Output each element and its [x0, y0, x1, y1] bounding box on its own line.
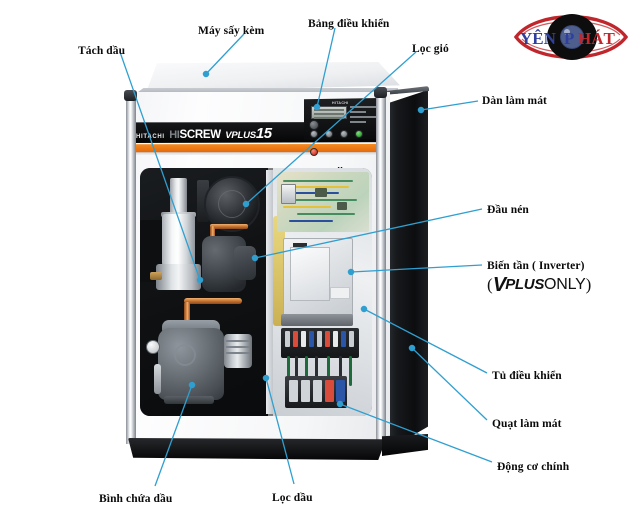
label-bien-tan: Biến tần ( Inverter): [487, 260, 585, 272]
machine-base-side: [382, 434, 428, 456]
control-panel-buttons[interactable]: [310, 130, 376, 156]
cooler-side-panel: [384, 90, 428, 452]
machine-base: [128, 438, 386, 460]
oil-separator-base: [156, 264, 201, 290]
oil-filter-component: [224, 334, 252, 368]
separator-valve: [150, 272, 162, 280]
label-quat-lam-mat: Quạt làm mát: [492, 418, 562, 430]
oil-tank-detail-ring: [174, 344, 196, 366]
stop-red-button[interactable]: [310, 148, 318, 156]
brand-hitachi: HITACHI: [136, 134, 165, 140]
vplus-close-paren: ): [585, 275, 592, 294]
copper-pipe-horizontal-top: [210, 224, 248, 229]
power-wiring: [281, 344, 361, 386]
left-pillar-cap: [124, 90, 137, 101]
left-silver-pillar: [126, 94, 136, 444]
label-vplus-only: (VPLUSONLY): [487, 274, 592, 297]
inverter-component: [283, 238, 353, 318]
right-silver-pillar: [376, 94, 386, 450]
brand-hi: HI: [169, 129, 180, 141]
label-may-say-kem: Máy sấy kèm: [198, 25, 265, 37]
control-panel-display: [311, 106, 347, 119]
interior-divider-panel: [266, 170, 273, 414]
vplus-open-paren: (: [487, 275, 493, 294]
panel-button-2[interactable]: [325, 130, 333, 138]
logo-text-p: P: [564, 29, 574, 48]
relay-component: [281, 184, 296, 204]
label-tu-dieu-khien: Tủ điều khiển: [492, 370, 562, 382]
orange-stripe: [130, 144, 384, 153]
label-dan-lam-mat: Dàn làm mát: [482, 95, 547, 107]
label-dau-nen: Đầu nén: [487, 204, 529, 216]
oil-separator-component: [162, 214, 195, 266]
stripe-shadow: [130, 152, 384, 155]
yen-phat-logo: YÊN P HÁT: [512, 6, 630, 68]
control-panel-brand: HITACHI: [332, 101, 349, 105]
label-binh-chua-dau: Bình chứa dầu: [99, 493, 173, 505]
start-green-button[interactable]: [355, 130, 363, 138]
terminal-block: [281, 328, 359, 358]
brand-model-number: 15: [255, 125, 272, 142]
label-loc-dau: Lọc dầu: [272, 492, 313, 504]
oil-sight-glass: [154, 364, 161, 394]
oil-separator-neck: [170, 178, 187, 216]
label-loc-gio: Lọc gió: [412, 43, 449, 55]
contactor-component: [285, 376, 347, 408]
inverter-front-face: [290, 247, 330, 301]
logo-text-yen: YÊN: [520, 29, 557, 48]
logo-text-hat: HÁT: [578, 29, 616, 48]
leader-dan-lam-mat: [420, 100, 479, 111]
panel-button-3[interactable]: [340, 130, 348, 138]
interior-left-bay: [140, 168, 268, 416]
copper-pipe-horizontal-mid: [184, 298, 242, 304]
label-tach-dau: Tách dầu: [78, 45, 126, 57]
inverter-label-plate: [330, 287, 350, 299]
machine-interior-cutaway: [140, 168, 372, 416]
panel-button-1[interactable]: [310, 130, 318, 138]
control-panel-knob[interactable]: [309, 120, 319, 130]
inverter-mount-rail: [281, 314, 353, 326]
right-pillar-cap: [374, 87, 387, 98]
brand-vplus: VPLUS: [225, 130, 256, 141]
pressure-gauge: [146, 340, 160, 354]
airend-secondary-housing: [234, 246, 256, 280]
brand-screw: SCREW: [179, 129, 221, 141]
label-dong-co-chinh: Động cơ chính: [497, 461, 570, 473]
label-bang-dieu-khien: Bảng điều khiển: [308, 18, 390, 30]
oil-tank-foot: [164, 396, 214, 404]
vplus-plus-text: PLUS: [505, 276, 545, 293]
control-panel-indicator-rows: [350, 106, 376, 126]
vplus-v-glyph: V: [492, 274, 506, 296]
air-compressor-illustration: HITACHI HISCREW VPLUS15 NEXTII series HI…: [118, 62, 429, 460]
interior-right-bay: [273, 168, 372, 416]
control-pcb-board: [277, 172, 369, 232]
machine-top-cover: [146, 62, 400, 92]
vplus-only-text: ONLY: [544, 276, 586, 293]
